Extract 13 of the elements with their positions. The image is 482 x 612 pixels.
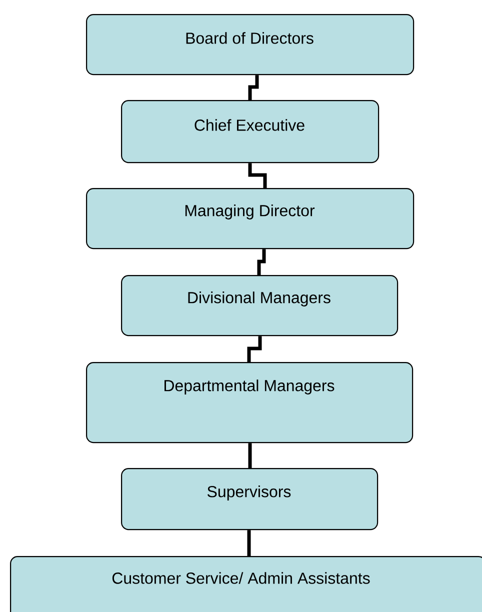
connector-line bbox=[257, 249, 266, 275]
connector-line bbox=[247, 530, 251, 556]
org-box: Departmental Managers bbox=[86, 362, 414, 444]
org-box: Board of Directors bbox=[86, 14, 414, 76]
org-box: Divisional Managers bbox=[121, 275, 398, 336]
org-box: Managing Director bbox=[86, 188, 414, 250]
org-box: Chief Executive bbox=[121, 100, 380, 164]
org-box: Customer Service/ Admin Assistants bbox=[10, 556, 482, 612]
connector-line bbox=[248, 443, 252, 468]
org-box: Supervisors bbox=[121, 468, 378, 530]
connector-line bbox=[248, 163, 267, 188]
connector-line bbox=[248, 75, 259, 100]
connector-line bbox=[247, 336, 262, 362]
